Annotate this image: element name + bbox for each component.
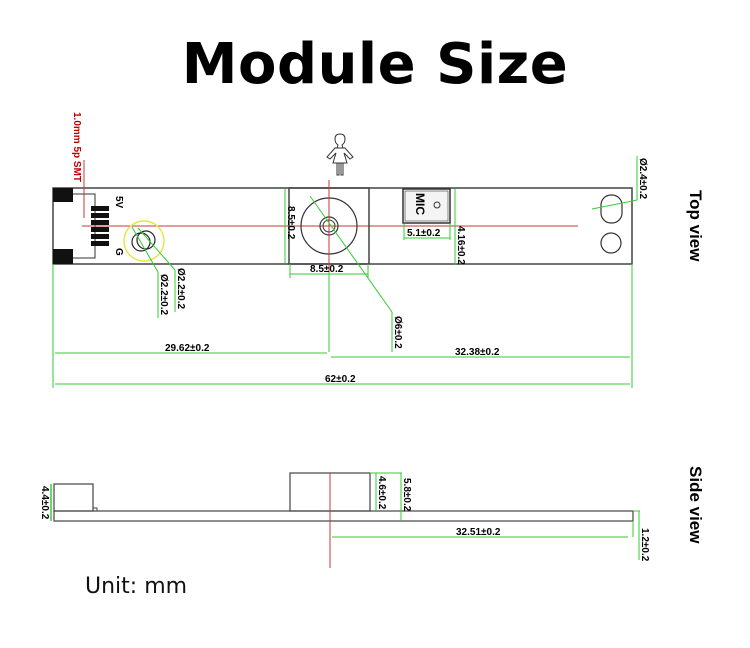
dim-mic-width: 5.1±0.2	[407, 228, 441, 239]
dim-lens-holder-width: 8.5±0.2	[310, 264, 344, 275]
side-view-label: Side view	[686, 466, 705, 544]
side-board	[53, 510, 634, 522]
dim-lens-diameter: Ø6±0.2	[392, 316, 403, 349]
connector-pad-top	[53, 188, 73, 202]
dim-mic-offset: 4.16±0.2	[455, 226, 466, 265]
mount-hole-right	[600, 232, 622, 254]
unit-label: Unit: mm	[85, 574, 188, 599]
mic-label: MIC	[413, 193, 427, 215]
mic-component	[402, 188, 451, 224]
side-connector	[53, 483, 94, 512]
mount-slot-right	[600, 194, 623, 224]
dim-total-height: 5.8±0.2	[401, 478, 412, 512]
dim-total-length: 62±0.2	[325, 374, 356, 385]
connector-pins	[91, 206, 109, 246]
dim-hole-left-a: Ø2.2±0.2	[158, 274, 169, 316]
page-title: Module Size	[181, 32, 569, 97]
top-view-label: Top view	[686, 190, 705, 262]
dim-side-center-to-right: 32.51±0.2	[456, 527, 501, 538]
connector-note: 1.0mm 5p SMT	[71, 112, 82, 182]
leader-lens-diameter	[309, 195, 393, 313]
highlight-circle	[123, 220, 165, 262]
connector-pad-bottom	[53, 249, 73, 264]
top-view: 5V G 1.0mm 5p SMT Ø2.2±0.2 Ø2.2±0.2	[52, 112, 705, 388]
dim-connector-height: 4.4±0.2	[39, 486, 50, 520]
dim-center-to-right: 32.38±0.2	[455, 347, 500, 358]
person-orientation-icon	[326, 133, 354, 176]
leader-hole-a	[131, 226, 159, 273]
dim-lens-holder-height: 8.5±0.2	[285, 206, 296, 240]
side-view: 4.4±0.2 4.6±0.2 5.8±0.2 32.51±0.2 1.2±0.…	[39, 466, 705, 568]
leader-hole-right	[591, 199, 638, 210]
dim-hole-left-b: Ø2.2±0.2	[175, 268, 186, 310]
dim-left-to-center: 29.62±0.2	[165, 343, 210, 354]
dim-side-lens-holder-height: 4.6±0.2	[376, 476, 387, 510]
leader-hole-b	[137, 227, 176, 271]
pin-label-gnd: G	[113, 248, 124, 256]
mic-port-icon	[433, 201, 441, 209]
pin-label-5v: 5V	[113, 196, 124, 209]
mount-hole-left-b	[136, 230, 156, 250]
dim-hole-right: Ø2.4±0.2	[637, 158, 648, 200]
dim-board-thickness: 1.2±0.2	[639, 528, 650, 562]
